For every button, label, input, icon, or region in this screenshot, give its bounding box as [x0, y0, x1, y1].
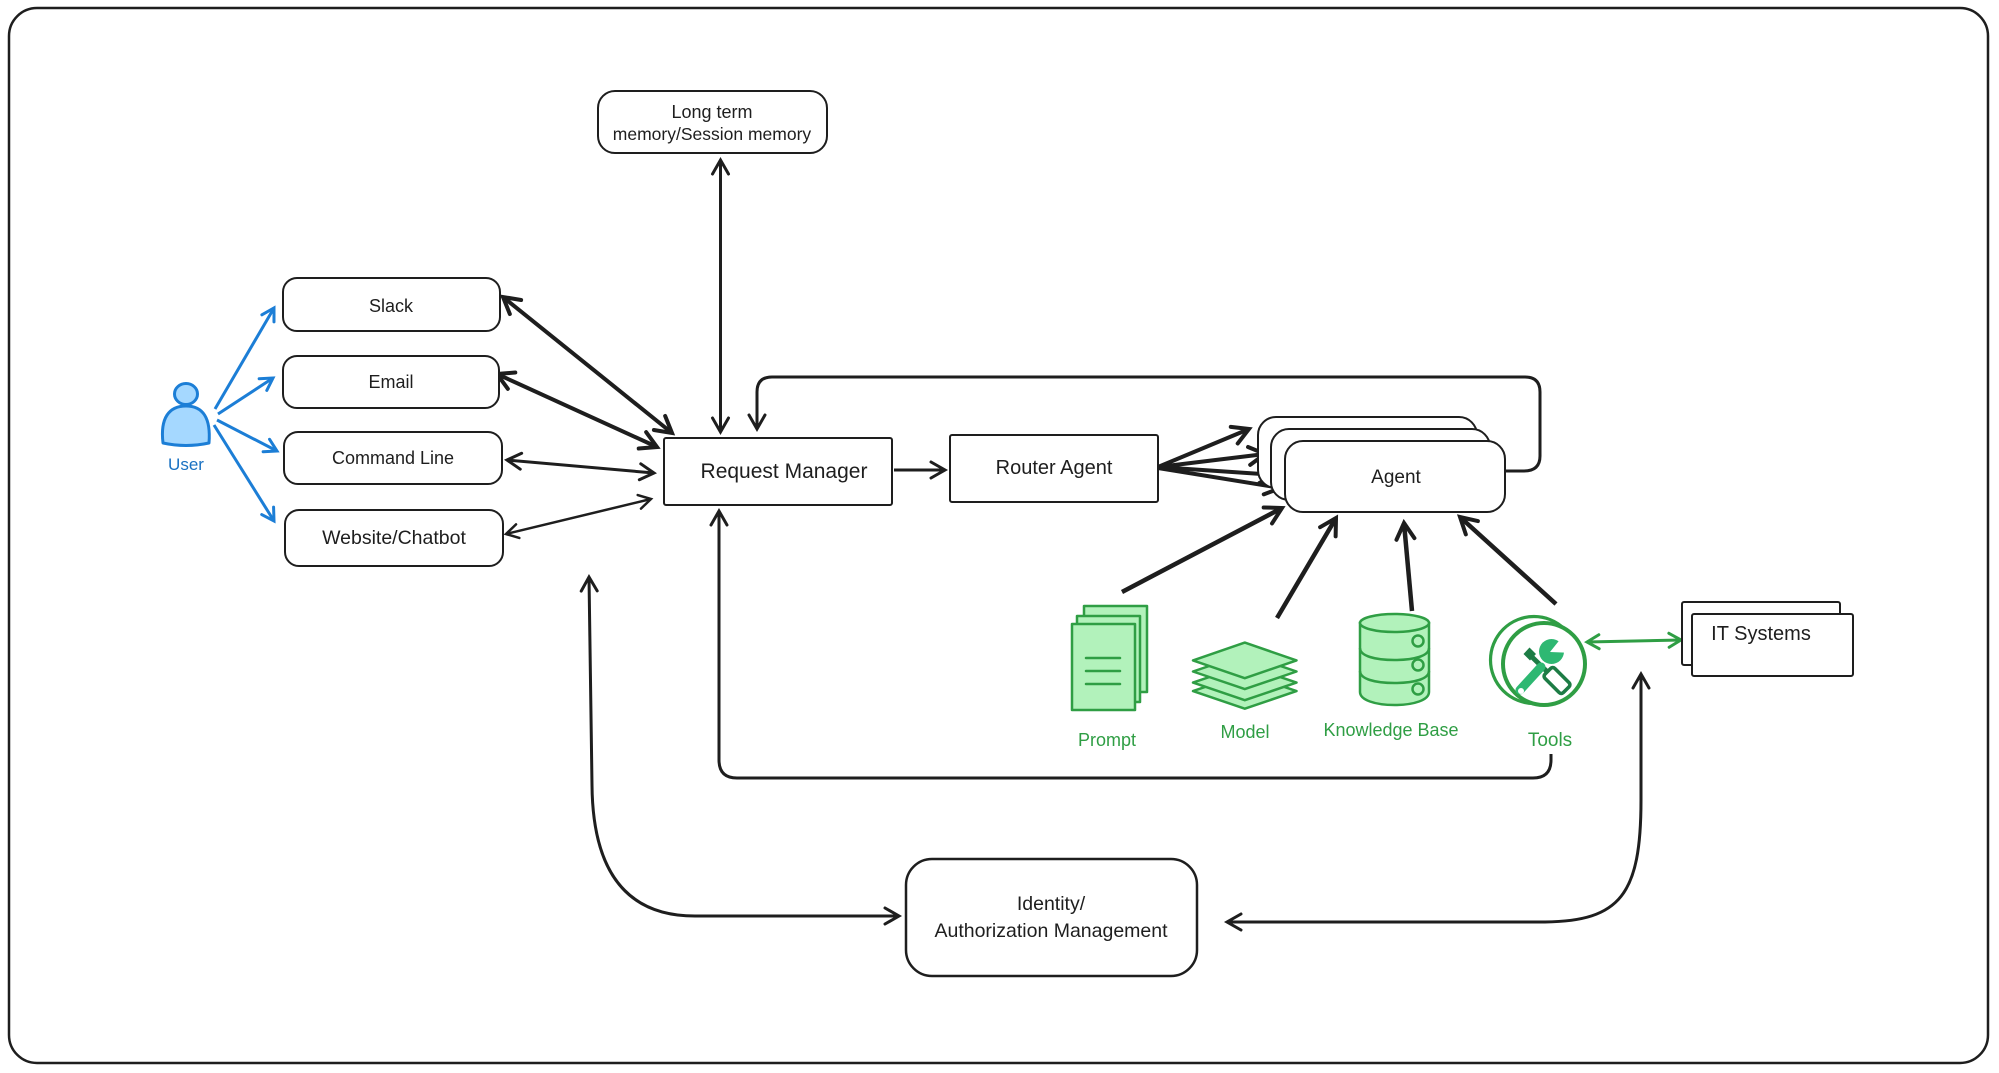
svg-text:Model: Model — [1220, 722, 1269, 742]
svg-text:Knowledge Base: Knowledge Base — [1323, 720, 1458, 740]
svg-text:Router Agent: Router Agent — [996, 457, 1113, 479]
svg-text:Identity/: Identity/ — [1017, 893, 1086, 915]
svg-text:IT Systems: IT Systems — [1711, 623, 1811, 645]
svg-text:Request Manager: Request Manager — [701, 460, 868, 483]
svg-text:Website/Chatbot: Website/Chatbot — [322, 527, 466, 549]
svg-text:memory/Session memory: memory/Session memory — [613, 124, 812, 144]
svg-text:Agent: Agent — [1371, 467, 1421, 488]
svg-text:Slack: Slack — [369, 296, 414, 316]
svg-text:User: User — [168, 455, 204, 474]
svg-text:Authorization Management: Authorization Management — [934, 920, 1168, 942]
svg-text:Long term: Long term — [671, 102, 752, 122]
svg-text:Email: Email — [368, 372, 413, 392]
svg-text:Prompt: Prompt — [1078, 730, 1136, 750]
svg-text:Command Line: Command Line — [332, 448, 454, 468]
svg-text:Tools: Tools — [1528, 730, 1572, 751]
